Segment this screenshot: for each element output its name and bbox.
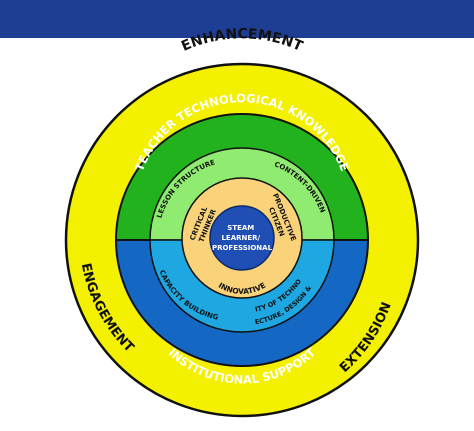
center-circle (209, 205, 275, 271)
top-banner (0, 0, 474, 38)
outer-label-top: ENHANCEMENT (179, 26, 305, 55)
center-label: STEAM LEARNER/ PROFESSIONAL (212, 224, 273, 252)
